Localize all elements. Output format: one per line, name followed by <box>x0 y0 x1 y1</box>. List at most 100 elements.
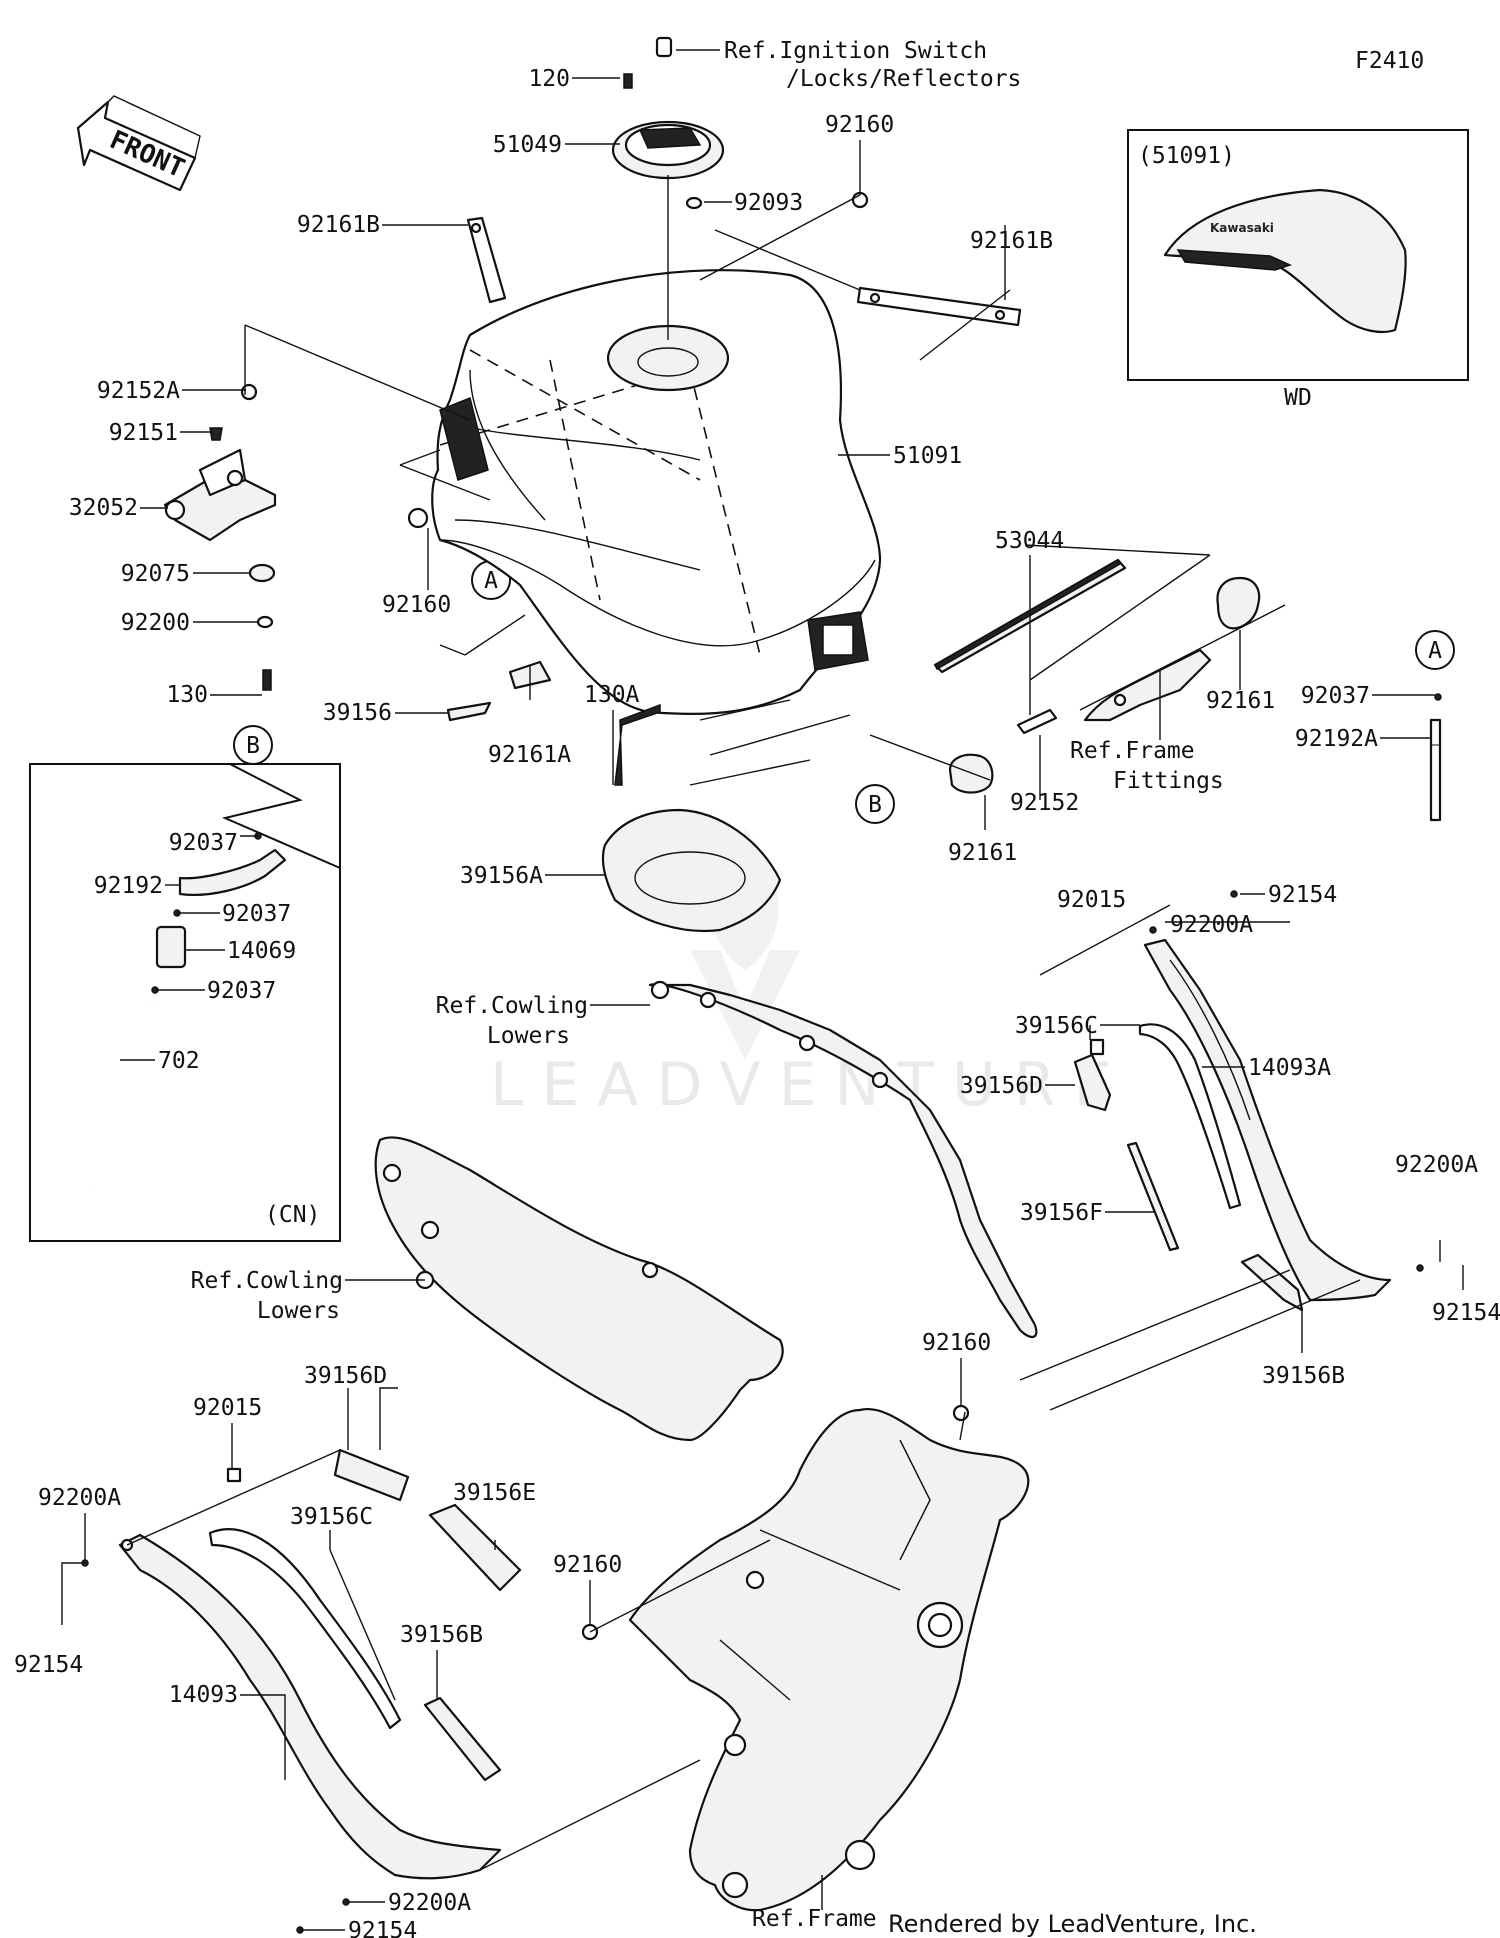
part-130-label: 130 <box>166 682 208 708</box>
part-39156d-top-label: 39156D <box>960 1073 1043 1099</box>
svg-text:B: B <box>868 792 882 818</box>
part-92037-cn1-label: 92037 <box>169 830 238 856</box>
part-92161a-label: 92161A <box>488 742 571 768</box>
part-39156c-low-label: 39156C <box>290 1504 373 1530</box>
ref-cowling-lower-label-1: Ref.Cowling <box>191 1268 343 1294</box>
inset-brand: Kawasaki <box>1210 221 1274 235</box>
part-702-label: 702 <box>158 1048 200 1074</box>
part-92161b-left-label: 92161B <box>297 212 380 238</box>
part-32052-label: 32052 <box>69 495 138 521</box>
part-92037-cn3-label: 92037 <box>207 978 276 1004</box>
pad-39156d-upper <box>1073 1053 1112 1112</box>
inset-ref-label: (51091) <box>1138 143 1235 169</box>
hose-92192a <box>1429 718 1442 822</box>
part-39156f-label: 39156F <box>1020 1200 1103 1226</box>
part-92200-label: 92200 <box>121 610 190 636</box>
part-120-label: 120 <box>528 66 570 92</box>
ref-ignition-label-1: Ref.Ignition Switch <box>724 38 987 64</box>
ref-ignition-label-2: /Locks/Reflectors <box>786 66 1021 92</box>
fuel-cap-51049 <box>611 36 725 180</box>
pad-39156d-lower <box>333 1448 410 1502</box>
part-39156e-label: 39156E <box>453 1480 536 1506</box>
part-39156a-label: 39156A <box>460 863 543 889</box>
part-51049-label: 51049 <box>493 132 562 158</box>
part-92192a-label: 92192A <box>1295 726 1378 752</box>
footer-credit: Rendered by LeadVenture, Inc. <box>888 1910 1257 1938</box>
part-39156b-low-label: 39156B <box>400 1622 483 1648</box>
part-92154-left-label: 92154 <box>14 1652 83 1678</box>
shield-39156a <box>601 808 782 932</box>
ref-cowling-upper-label-1: Ref.Cowling <box>436 993 588 1019</box>
bracket-32052 <box>163 448 277 542</box>
svg-text:A: A <box>1428 638 1442 664</box>
pad-39156c-lower <box>208 1528 402 1730</box>
fuel-tank-51091 <box>431 269 882 716</box>
side-cover-14093a <box>1143 938 1392 1302</box>
part-92200a-left-label: 92200A <box>38 1485 121 1511</box>
part-92160-top-label: 92160 <box>825 112 894 138</box>
part-14093a-label: 14093A <box>1248 1055 1331 1081</box>
cn-inset: (CN) <box>29 763 341 1242</box>
pad-39156c-upper <box>1138 1023 1242 1210</box>
part-labels: Ref.Ignition Switch /Locks/Reflectors 12… <box>14 38 1500 1938</box>
part-92200a-right-label: 92200A <box>1395 1152 1478 1178</box>
part-92152-label: 92152 <box>1010 790 1079 816</box>
part-92015-low-label: 92015 <box>193 1395 262 1421</box>
frame-fitting <box>1083 648 1212 722</box>
part-92037-cn2-label: 92037 <box>222 901 291 927</box>
part-53044-label: 53044 <box>995 528 1064 554</box>
part-39156c-top-label: 39156C <box>1015 1013 1098 1039</box>
leader-lines <box>61 49 1464 1931</box>
damper-92161-right <box>1216 576 1261 630</box>
ref-cowling-lower-label-2: Lowers <box>257 1298 340 1324</box>
part-92037-a-label: 92037 <box>1301 683 1370 709</box>
callout-a-2: A <box>1415 630 1455 670</box>
cowling-lowers-lower <box>374 1136 784 1442</box>
part-92160-frame-label: 92160 <box>553 1552 622 1578</box>
part-92192-label: 92192 <box>94 873 163 899</box>
pad-39156b-lower <box>423 1696 502 1782</box>
watermark-text: LEADVENTURE <box>490 1050 1130 1120</box>
svg-text:A: A <box>484 568 498 594</box>
part-92093-label: 92093 <box>734 190 803 216</box>
side-cover-14093 <box>118 1533 502 1880</box>
pin-92152 <box>1016 708 1058 735</box>
part-92161-right-label: 92161 <box>1206 688 1275 714</box>
part-92200a-bottom-label: 92200A <box>388 1890 471 1916</box>
part-92151-label: 92151 <box>109 420 178 446</box>
part-51091-label: 51091 <box>893 443 962 469</box>
cn-variant-label: (CN) <box>265 1202 320 1228</box>
bolt-120 <box>623 73 633 89</box>
part-92154-top-label: 92154 <box>1268 882 1337 908</box>
pad-39156b-upper <box>1240 1253 1304 1312</box>
part-92154-right-label: 92154 <box>1432 1300 1500 1326</box>
pad-39156 <box>446 701 492 722</box>
callout-b-2: B <box>855 784 895 824</box>
part-92015-top-label: 92015 <box>1057 887 1126 913</box>
part-14093-label: 14093 <box>169 1682 238 1708</box>
part-92161-mid-label: 92161 <box>948 840 1017 866</box>
pad-39156f <box>1126 1141 1180 1252</box>
part-92154-bottom-label: 92154 <box>348 1918 417 1938</box>
callout-b-1: B <box>233 725 273 765</box>
svg-text:B: B <box>246 733 260 759</box>
ref-frame-label: Ref.Frame <box>752 1906 877 1932</box>
part-39156b-right-label: 39156B <box>1262 1363 1345 1389</box>
bracket-92161b-left <box>466 216 507 304</box>
figure-code: F2410 <box>1355 48 1424 74</box>
part-14069-label: 14069 <box>227 938 296 964</box>
wd-inset: (51091) Kawasaki WD <box>1127 129 1469 411</box>
watermark: LEADVENTURE <box>490 830 1130 1120</box>
part-92075-label: 92075 <box>121 561 190 587</box>
part-92161b-right-label: 92161B <box>970 228 1053 254</box>
part-92152a-label: 92152A <box>97 378 180 404</box>
part-92160-mid-label: 92160 <box>382 592 451 618</box>
ref-frame-fittings-label-2: Fittings <box>1113 768 1224 794</box>
part-130a-label: 130A <box>584 682 640 708</box>
ref-cowling-upper-label-2: Lowers <box>487 1023 570 1049</box>
front-arrow-icon: FRONT <box>76 95 201 192</box>
part-39156d-low-label: 39156D <box>304 1363 387 1389</box>
inset-variant-label: WD <box>1284 385 1312 411</box>
bracket-92161b-right <box>856 286 1022 327</box>
